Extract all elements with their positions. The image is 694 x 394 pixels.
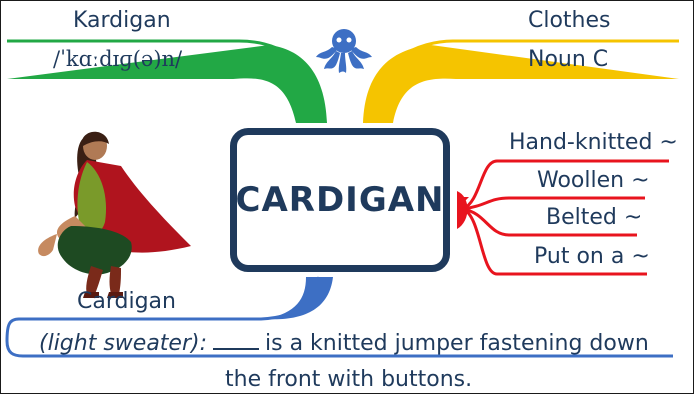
collocation-item: Belted ~	[546, 205, 643, 230]
collocation-item: Woollen ~	[537, 168, 650, 193]
grammar-label: Noun C	[528, 47, 609, 72]
octopus-logo-icon	[316, 29, 372, 73]
central-topic-box: CARDIGAN	[230, 128, 450, 272]
collocation-item: Hand-knitted ~	[509, 130, 678, 155]
translation-word: Kardigan	[73, 8, 171, 33]
collocation-item: Put on a ~	[534, 244, 650, 269]
definition-word: Cardigan	[77, 289, 176, 314]
definition-hint: (light sweater):	[39, 331, 208, 356]
definition-text: is a knitted jumper fastening down	[265, 331, 649, 356]
definition-blank	[213, 330, 260, 350]
squatting-woman-illustration	[38, 131, 191, 298]
phonetic-transcription: /ˈkɑːdɪɡ(ə)n/	[53, 47, 183, 71]
category-label: Clothes	[528, 8, 611, 33]
definition-line: (light sweater): is a knitted jumper fast…	[39, 330, 649, 355]
central-topic-label: CARDIGAN	[235, 180, 445, 220]
definition-continuation: the front with buttons.	[225, 367, 473, 392]
